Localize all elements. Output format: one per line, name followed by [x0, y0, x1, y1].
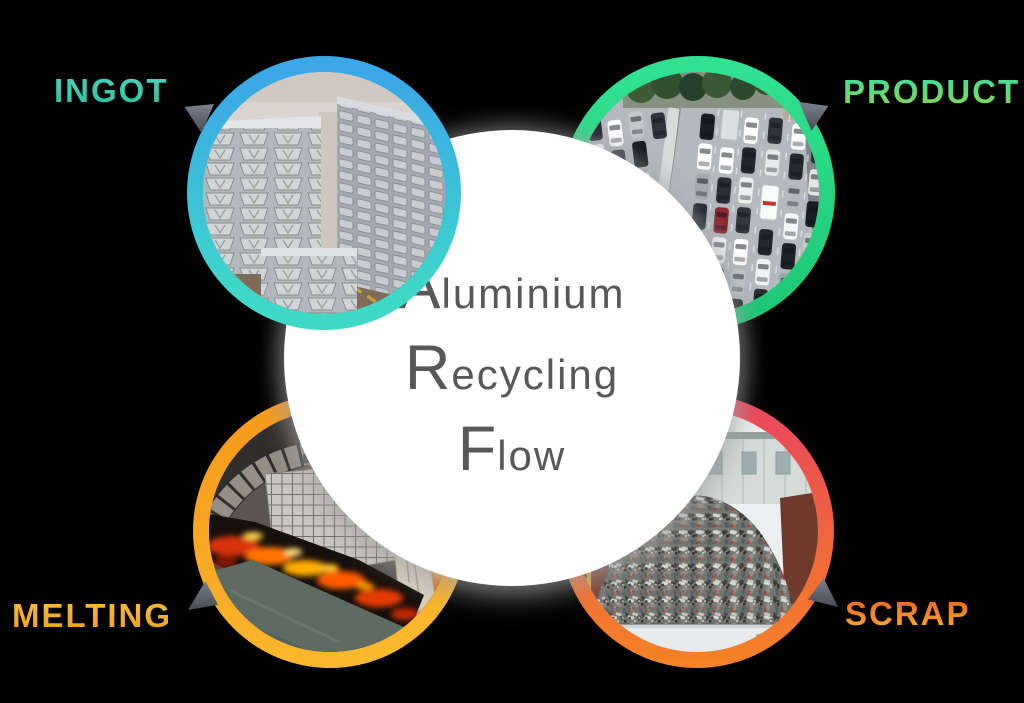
ingot-circle: [187, 56, 461, 330]
title-initial-3: F: [457, 413, 498, 484]
title-line-3: Flow: [458, 412, 567, 493]
title-line-2: Recycling: [405, 331, 619, 412]
center-circle: Aluminium Recycling Flow: [284, 130, 740, 586]
title-rest-2: ecycling: [451, 350, 620, 398]
title-rest-1: luminium: [441, 269, 626, 317]
title-initial-2: R: [404, 332, 452, 403]
melting-label: MELTING: [12, 597, 173, 634]
title-rest-3: low: [497, 431, 567, 479]
ingot-label: INGOT: [54, 72, 169, 109]
aluminium-ingot-warehouse-photo: [203, 72, 445, 314]
product-label: PRODUCT: [843, 73, 1021, 110]
scrap-label: SCRAP: [845, 595, 971, 632]
